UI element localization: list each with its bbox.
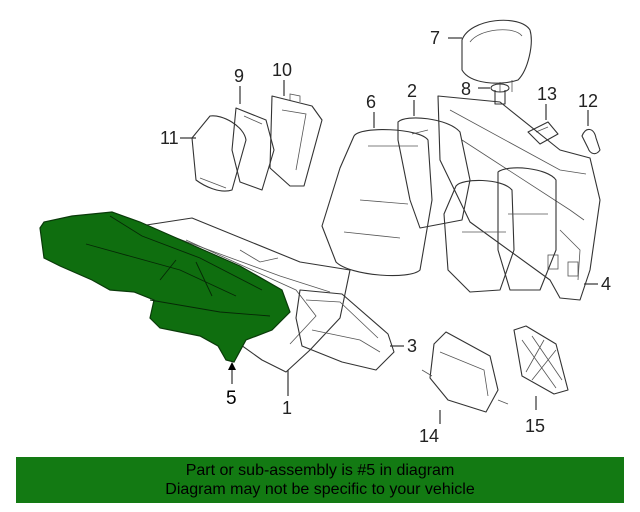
callout-12: 12 [578,91,598,111]
callout-15: 15 [525,416,545,436]
info-banner: Part or sub-assembly is #5 in diagram Di… [16,457,624,503]
callout-3: 3 [407,336,417,356]
part-3-seat-tray[interactable] [295,289,395,371]
part-14-storage-bin[interactable] [421,331,509,413]
part-4-backrest-frame[interactable] [437,95,601,301]
part-7-headrest[interactable] [461,19,532,92]
callout-13: 13 [537,84,557,104]
part-2-backrest-middle[interactable] [397,117,471,229]
part-13-clip[interactable] [527,121,559,145]
banner-line-2: Diagram may not be specific to your vehi… [165,481,475,498]
callout-6: 6 [366,92,376,112]
part-12-cover[interactable] [581,128,601,155]
callout-9: 9 [234,66,244,86]
leader-5-arrowhead [228,362,236,370]
callout-1: 1 [282,398,292,418]
callout-14: 14 [419,426,439,446]
parts-diagram: 7 8 13 12 6 2 9 10 11 4 3 1 5 14 15 [39,19,611,446]
callout-7: 7 [430,28,440,48]
callout-5: 5 [226,388,237,409]
callout-8: 8 [461,79,471,99]
part-11-armrest-cover[interactable] [191,115,247,192]
part-15-vent-grille[interactable] [513,325,569,395]
banner-line-1: Part or sub-assembly is #5 in diagram [185,462,455,479]
part-8-bolt[interactable] [490,83,510,105]
part-9-armrest-insert[interactable] [231,107,275,191]
callout-11: 11 [160,128,179,148]
callout-10: 10 [272,60,292,80]
backrest-right[interactable] [443,167,557,293]
callout-2: 2 [407,81,417,101]
part-5-seat-cushion-highlighted[interactable] [39,211,291,363]
part-6-backrest-left[interactable] [321,129,433,277]
callout-4: 4 [601,274,611,294]
part-10-armrest-frame[interactable] [269,93,323,187]
